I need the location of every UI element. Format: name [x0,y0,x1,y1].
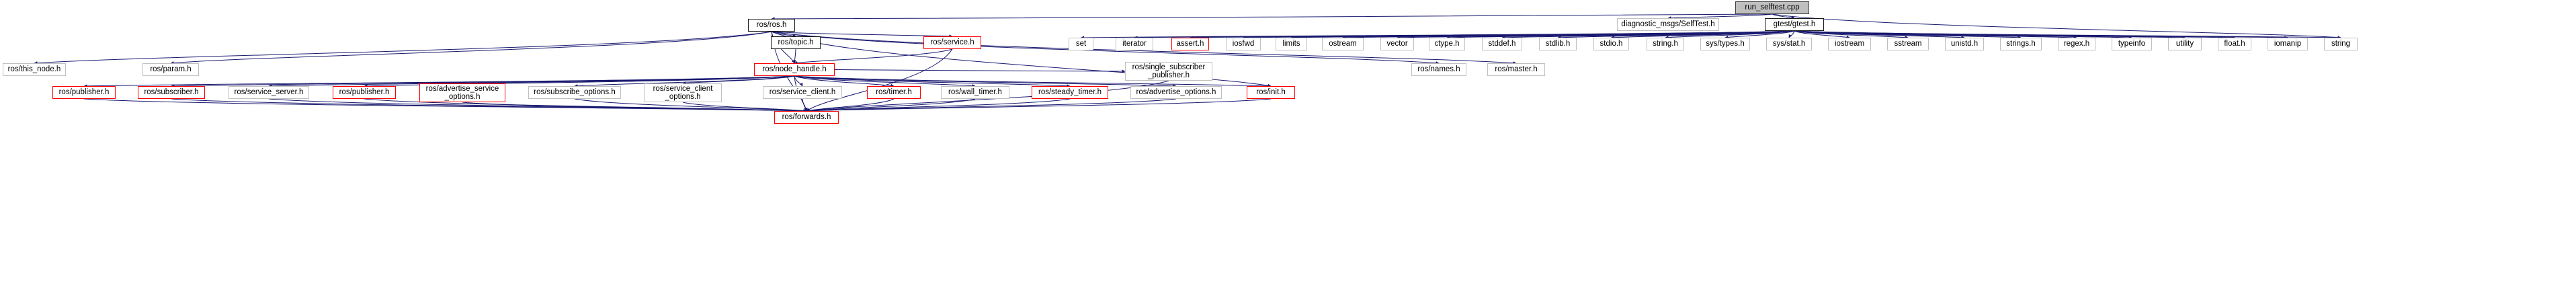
graph-edge-ros_node_handle-to-ros_init [794,75,1272,88]
graph-edge-ros_service-to-ros_node_handle [794,48,953,65]
graph-edge-ros_ros-to-ros_service [771,31,953,38]
graph-edge-ros_node_handle-to-ros_wall_timer [794,75,976,88]
graph-node-ros_service_server[interactable]: ros/service_server.h [228,86,309,99]
graph-edge-ros_node_handle-to-single_sub_pub [834,69,1126,73]
graph-edge-gtest-to-iostream [1794,30,1850,39]
graph-node-ros_service_client[interactable]: ros/service_client.h [763,86,842,99]
graph-node-ros_init[interactable]: ros/init.h [1247,86,1295,99]
graph-edge-gtest-to-string_h [1665,30,1795,40]
graph-edge-ros_node_handle-to-ros_steady_timer [794,75,1071,88]
graph-edge-ros_node_handle-to-ros_timer [794,75,895,87]
graph-edge-ros_ros-to-ros_master [771,31,1517,65]
graph-edge-ros_service_client_opt-to-ros_forwards [682,102,807,112]
graph-edge-ros_ros-to-ros_param [170,31,772,65]
graph-node-ros_publisher2[interactable]: ros/publisher.h [333,86,396,99]
graph-node-typeinfo[interactable]: typeinfo [2112,38,2152,50]
graph-node-sstream[interactable]: sstream [1887,38,1929,50]
graph-node-ros_wall_timer[interactable]: ros/wall_timer.h [941,86,1009,99]
graph-node-iostream[interactable]: iostream [1828,38,1871,50]
graph-node-ros_advertise_opt[interactable]: ros/advertise_options.h [1130,86,1222,99]
graph-node-strings_h[interactable]: strings.h [2000,38,2042,50]
graph-node-iterator[interactable]: iterator [1116,38,1153,50]
graph-node-unistd_h[interactable]: unistd.h [1945,38,1984,50]
graph-edge-ros_node_handle-to-ros_service_client_opt [682,75,795,85]
graph-node-ros_service_client_opt[interactable]: ros/service_client _options.h [644,83,722,102]
graph-node-stddef_h[interactable]: stddef.h [1482,38,1522,50]
graph-edge-ros_adv_service_opt-to-ros_forwards [462,102,807,113]
graph-node-single_sub_pub[interactable]: ros/single_subscriber _publisher.h [1125,62,1212,81]
graph-edge-gtest-to-string [1794,30,2341,40]
graph-node-selftest_msg[interactable]: diagnostic_msgs/SelfTest.h [1617,18,1719,31]
graph-edge-ros_ros-to-ros_names [771,31,1440,65]
graph-node-string[interactable]: string [2324,38,2358,50]
graph-edge-ros_node_handle-to-ros_adv_service_opt [462,75,795,85]
graph-node-stdio_h[interactable]: stdio.h [1593,38,1629,50]
graph-node-ctype_h[interactable]: ctype.h [1429,38,1465,50]
graph-node-set[interactable]: set [1069,38,1093,50]
graph-node-ros_node_handle[interactable]: ros/node_handle.h [754,63,835,76]
graph-edge-ros_node_handle-to-ros_publisher2 [364,75,795,88]
graph-node-sys_stat_h[interactable]: sys/stat.h [1766,38,1812,50]
graph-node-regex_h[interactable]: regex.h [2058,38,2095,50]
graph-node-ros_subscriber[interactable]: ros/subscriber.h [138,86,205,99]
graph-node-float_h[interactable]: float.h [2218,38,2251,50]
graph-node-ros_forwards[interactable]: ros/forwards.h [774,111,839,124]
graph-node-ostream[interactable]: ostream [1322,38,1364,50]
graph-node-assert_h[interactable]: assert.h [1171,38,1209,50]
graph-node-ros_service[interactable]: ros/service.h [923,36,981,49]
graph-node-ros_adv_service_opt[interactable]: ros/advertise_service _options.h [419,83,505,102]
graph-edge-ros_steady_timer-to-ros_forwards [806,98,1071,113]
graph-node-utility[interactable]: utility [2168,38,2202,50]
graph-edge-ros_topic-to-ros_node_handle [792,48,796,64]
graph-node-ros_names[interactable]: ros/names.h [1411,63,1466,76]
graph-node-ros_subscribe_opt[interactable]: ros/subscribe_options.h [528,86,621,99]
graph-node-ros_this_node[interactable]: ros/this_node.h [3,63,66,76]
graph-edge-gtest-to-sys_stat_h [1788,30,1795,38]
graph-edge-gtest-to-sstream [1794,30,1909,40]
graph-node-string_h[interactable]: string.h [1647,38,1684,50]
graph-node-iosfwd[interactable]: iosfwd [1226,38,1261,50]
graph-node-ros_topic[interactable]: ros/topic.h [771,36,821,49]
graph-node-gtest[interactable]: gtest/gtest.h [1765,18,1824,31]
graph-node-iomanip[interactable]: iomanip [2268,38,2308,50]
graph-edge-run_selftest-to-string [1772,13,2341,40]
graph-node-ros_ros[interactable]: ros/ros.h [748,19,795,32]
graph-edge-run_selftest-to-selftest_msg [1667,13,1773,20]
graph-edge-ros_ros-to-ros_this_node [34,31,772,65]
graph-edge-gtest-to-sys_types_h [1725,30,1795,39]
graph-node-limits[interactable]: limits [1276,38,1307,50]
graph-node-ros_master[interactable]: ros/master.h [1487,63,1545,76]
graph-node-run_selftest[interactable]: run_selftest.cpp [1735,1,1809,14]
graph-node-ros_timer[interactable]: ros/timer.h [867,86,921,99]
graph-node-ros_steady_timer[interactable]: ros/steady_timer.h [1032,86,1108,99]
graph-edge-ros_init-to-ros_forwards [806,98,1272,113]
graph-node-stdlib_h[interactable]: stdlib.h [1539,38,1577,50]
graph-node-ros_param[interactable]: ros/param.h [142,63,199,76]
graph-node-ros_publisher[interactable]: ros/publisher.h [52,86,116,99]
graph-node-sys_types_h[interactable]: sys/types.h [1700,38,1750,50]
graph-node-vector[interactable]: vector [1380,38,1414,50]
